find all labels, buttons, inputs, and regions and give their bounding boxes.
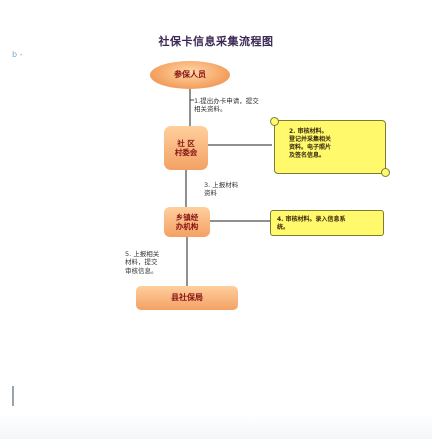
step2-text: 2. 审核材料。 登记并采集相关 资料。电子照片 及签名信息。 — [289, 128, 332, 160]
corner-mark: b - — [12, 50, 23, 59]
node-insured-person: 参保人员 — [150, 61, 230, 89]
edge-mark — [12, 386, 14, 406]
step4-text: 4. 审核材料。录入信息系 统。 — [277, 216, 346, 232]
diagram-title: 社保卡信息采集流程图 — [158, 35, 274, 48]
step2-scroll-note: 2. 审核材料。 登记并采集相关 资料。电子照片 及签名信息。 — [270, 117, 390, 177]
step4-note: 4. 审核材料。录入信息系 统。 — [270, 210, 384, 236]
node-community-village-committee: 社 区 村委会 — [164, 126, 208, 170]
node-county-social-security-bureau: 县社保局 — [136, 286, 238, 310]
step5-label: 5. 上报相关 材料，提交 审核信息。 — [125, 250, 160, 275]
node-township-agency: 乡镇经 办机构 — [164, 207, 210, 237]
bottom-band — [0, 414, 432, 439]
step3-label: 3. 上报材料 资料 — [204, 181, 239, 198]
step1-label: 1.提出办卡申请，提交 相关资料。 — [194, 97, 259, 114]
